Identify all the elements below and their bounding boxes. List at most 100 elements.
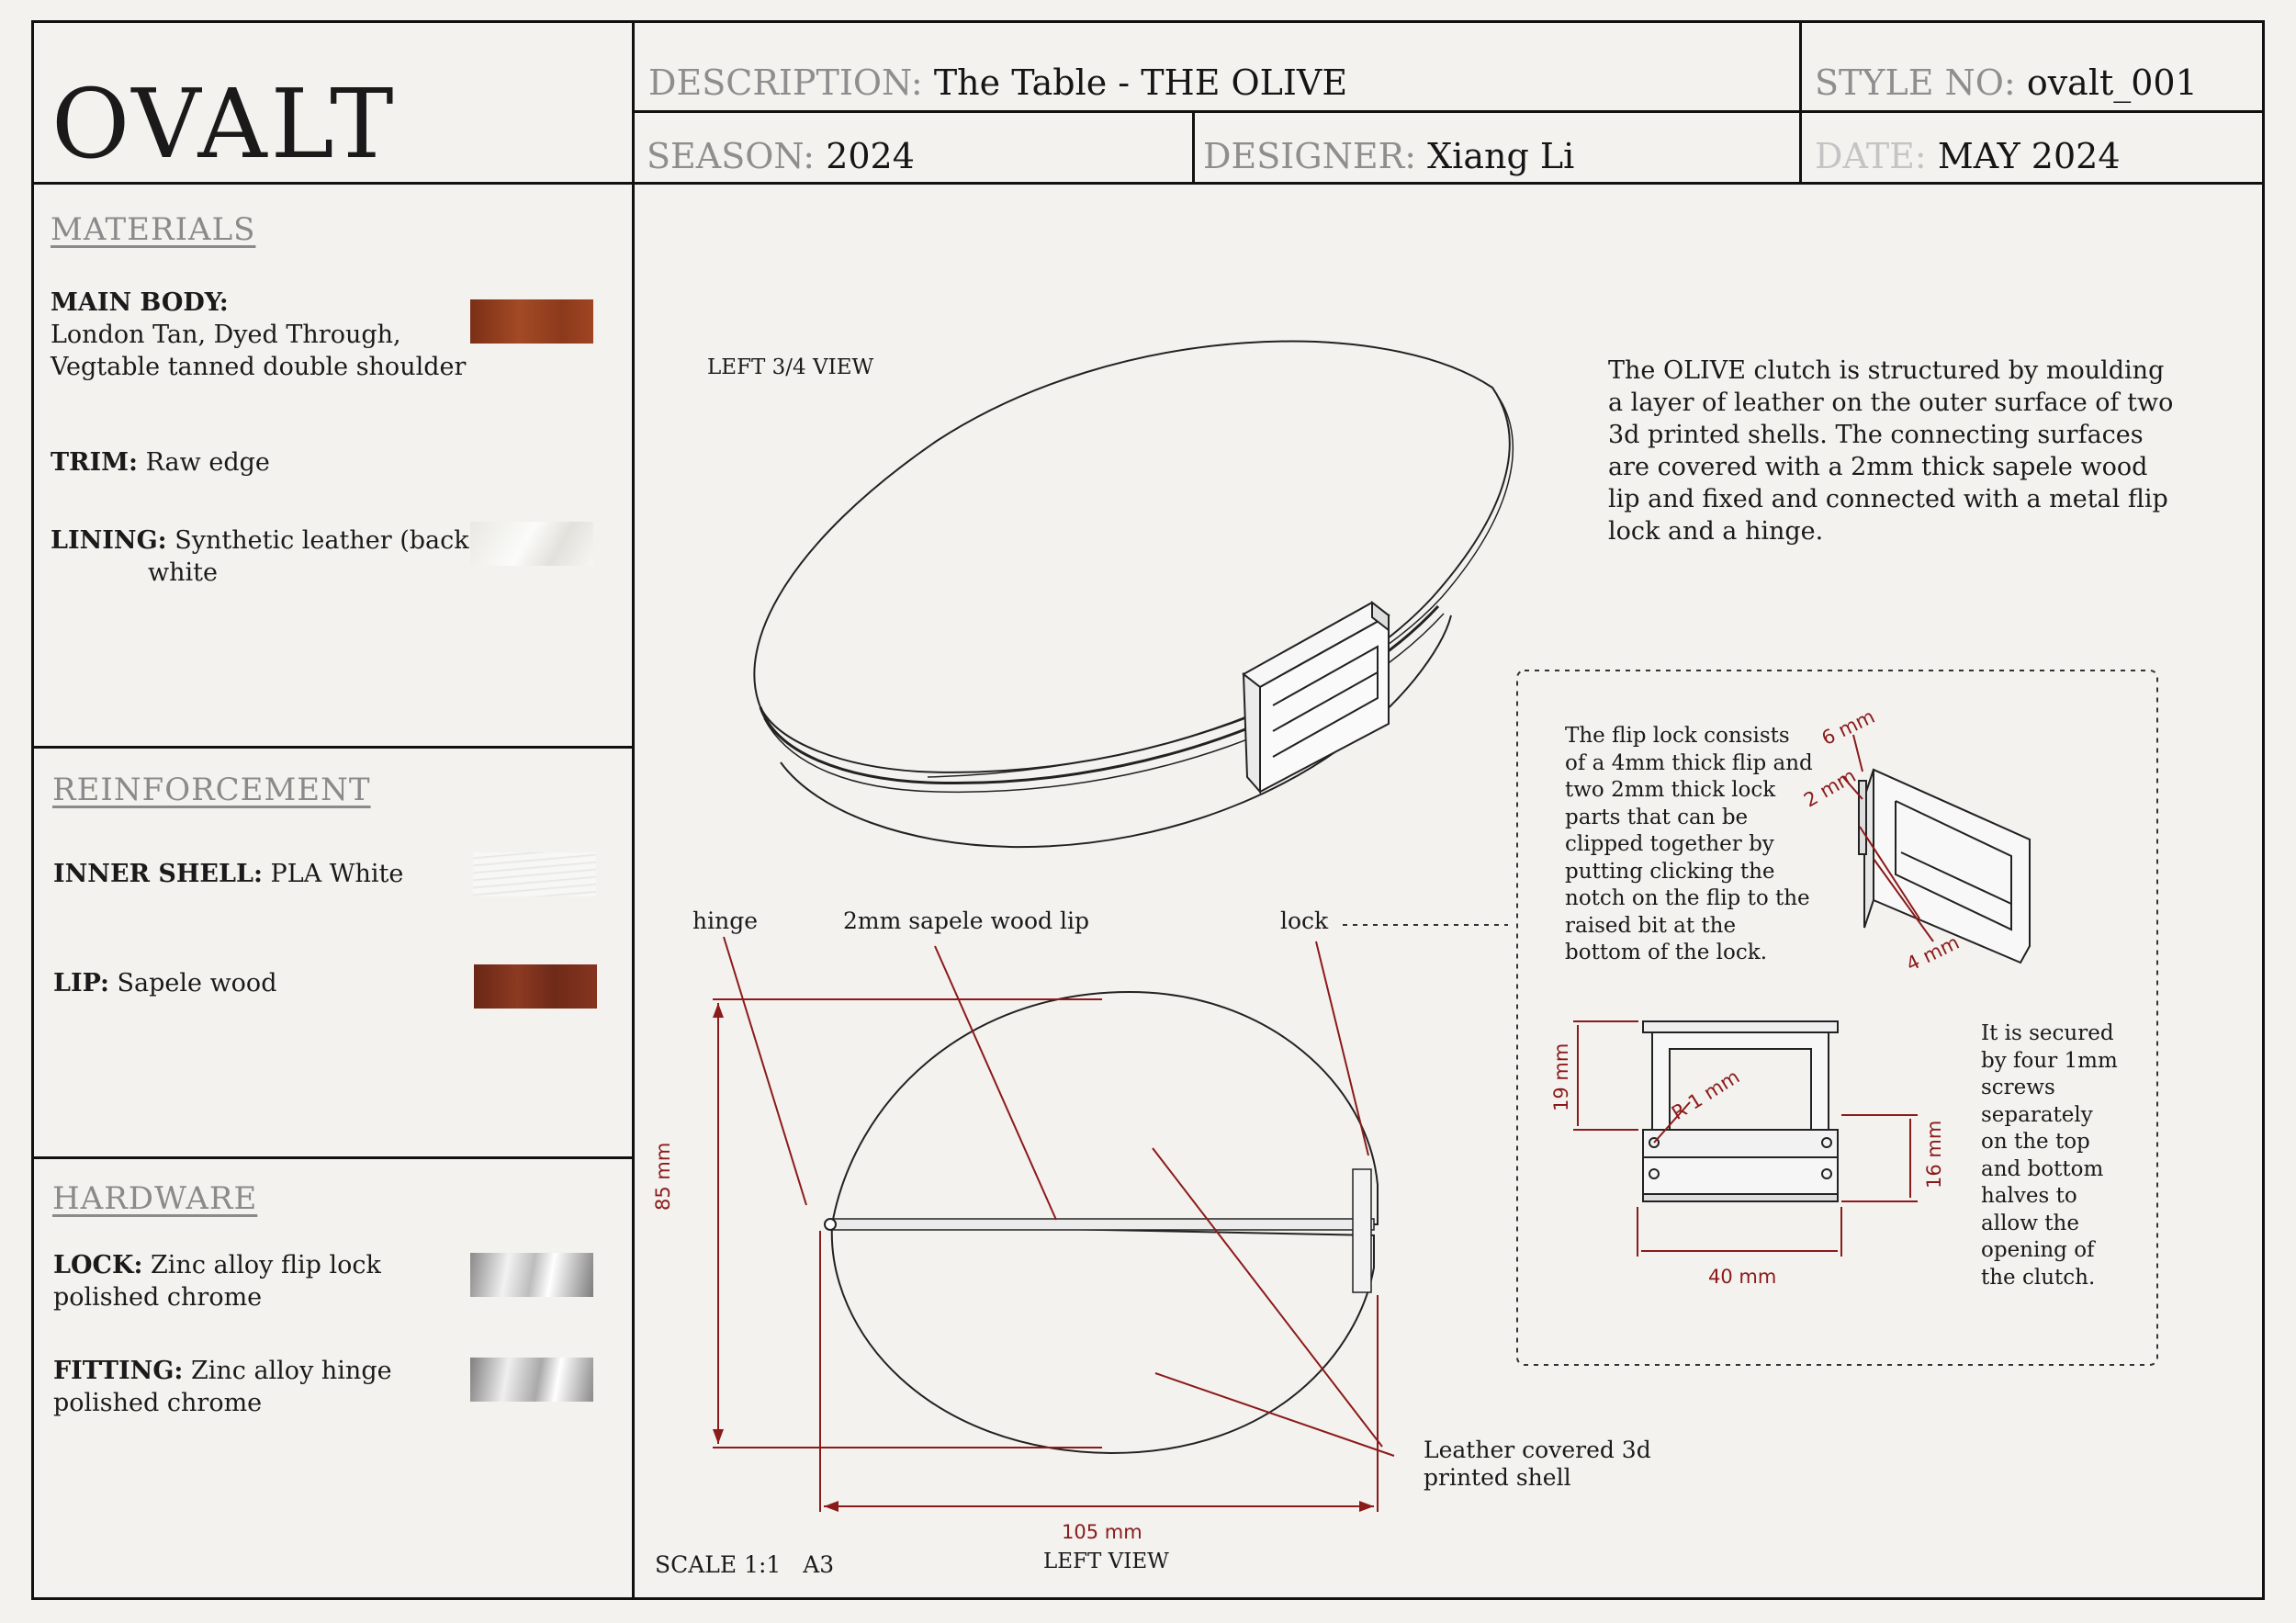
header-divider — [31, 182, 2265, 185]
designer-label: DESIGNER: — [1203, 136, 1417, 176]
designer-value: Xiang Li — [1427, 136, 1575, 176]
lock-callout: lock — [1280, 907, 1329, 934]
scale-note: SCALE 1:1 A3 — [655, 1551, 834, 1578]
screws-line: halves to — [1981, 1184, 2077, 1208]
screws-line: allow the — [1981, 1211, 2079, 1235]
flip-lock-line: clipped together by — [1565, 832, 1774, 856]
flip-lock-line: bottom of the lock. — [1565, 941, 1768, 964]
main-body-line1: London Tan, Dyed Through, — [51, 321, 401, 349]
screws-line: separately — [1981, 1102, 2093, 1127]
height-dimension: 85 mm — [652, 1142, 674, 1211]
date-field: DATE: MAY 2024 — [1815, 136, 2121, 176]
materials-divider — [31, 746, 634, 749]
date-value: MAY 2024 — [1937, 136, 2121, 176]
main-body-line2: Vegtable tanned double shoulder — [51, 353, 467, 381]
lock-label: LOCK: — [53, 1251, 143, 1279]
season-value: 2024 — [826, 136, 915, 176]
description-paragraph: The OLIVE clutch is structured by mouldi… — [1608, 355, 2173, 547]
fitting-swatch — [470, 1358, 593, 1402]
brand-logo: OVALT — [51, 68, 398, 180]
description-line: The OLIVE clutch is structured by mouldi… — [1608, 356, 2165, 385]
lower-height-dimension: 16 mm — [1923, 1120, 1945, 1189]
flip-lock-description: The flip lock consists of a 4mm thick fl… — [1565, 723, 1813, 967]
description-field: DESCRIPTION: The Table - THE OLIVE — [648, 62, 1347, 103]
screws-description: It is secured by four 1mm screws separat… — [1981, 1020, 2118, 1291]
flip-lock-line: of a 4mm thick flip and — [1565, 750, 1813, 775]
description-line: lip and fixed and connected with a metal… — [1608, 485, 2168, 513]
style-value: ovalt_001 — [2026, 62, 2198, 103]
trim-value: Raw edge — [145, 448, 270, 477]
materials-title: MATERIALS — [51, 211, 256, 248]
description-line: lock and a hinge. — [1608, 517, 1824, 546]
reinforcement-divider — [31, 1156, 634, 1159]
screws-line: opening of — [1981, 1238, 2095, 1262]
fitting-value-2: polished chrome — [53, 1389, 263, 1417]
left-view-drawing — [713, 924, 1508, 1512]
lip-label: LIP: — [53, 969, 109, 997]
lip-swatch — [474, 964, 597, 1009]
scale-value: SCALE 1:1 — [655, 1551, 782, 1578]
flip-lock-line: parts that can be — [1565, 805, 1749, 829]
fitting-spec: FITTING: Zinc alloy hinge polished chrom… — [53, 1355, 392, 1419]
fitting-value: Zinc alloy hinge — [190, 1357, 392, 1385]
lock-height-dimension: 19 mm — [1550, 1043, 1572, 1111]
style-column-divider — [1799, 20, 1802, 184]
reinforcement-title: REINFORCEMENT — [52, 772, 371, 808]
description-label: DESCRIPTION: — [648, 62, 923, 103]
trim-spec: TRIM: Raw edge — [51, 446, 270, 479]
main-body-spec: MAIN BODY: London Tan, Dyed Through, Veg… — [51, 287, 466, 383]
lock-spec: LOCK: Zinc alloy flip lock polished chro… — [53, 1249, 381, 1313]
three-quarter-view-drawing — [753, 340, 1514, 849]
inner-shell-label: INNER SHELL: — [53, 860, 263, 888]
lining-swatch — [470, 522, 593, 566]
left-three-quarter-view-label: LEFT 3/4 VIEW — [707, 355, 874, 379]
style-label: STYLE NO: — [1815, 62, 2016, 103]
hinge-callout: hinge — [692, 907, 758, 934]
inner-shell-swatch — [473, 852, 596, 896]
left-column-divider — [632, 20, 635, 1600]
season-field: SEASON: 2024 — [647, 136, 915, 176]
main-body-label: MAIN BODY: — [51, 288, 229, 317]
lock-width-dimension: 40 mm — [1708, 1266, 1777, 1288]
screws-line: on the top — [1981, 1130, 2090, 1154]
season-label: SEASON: — [647, 136, 816, 176]
shell-callout: Leather covered 3d printed shell — [1424, 1437, 1651, 1492]
lip-value: Sapele wood — [117, 969, 277, 997]
fitting-label: FITTING: — [53, 1357, 184, 1385]
screws-line: by four 1mm — [1981, 1048, 2118, 1073]
date-label: DATE: — [1815, 136, 1927, 176]
flip-lock-line: notch on the flip to the — [1565, 886, 1810, 910]
season-designer-divider — [1192, 110, 1195, 184]
description-value: The Table - THE OLIVE — [933, 62, 1348, 103]
flip-lock-isometric — [1841, 734, 2032, 964]
designer-field: DESIGNER: Xiang Li — [1203, 136, 1574, 176]
lining-value: Synthetic leather (back) — [174, 526, 479, 555]
lock-value: Zinc alloy flip lock — [151, 1251, 381, 1279]
description-line: 3d printed shells. The connecting surfac… — [1608, 421, 2144, 449]
lip-callout: 2mm sapele wood lip — [843, 907, 1089, 934]
lock-detail-box — [1516, 670, 2158, 1366]
shell-callout-line2: printed shell — [1424, 1464, 1571, 1491]
description-line: a layer of leather on the outer surface … — [1608, 389, 2174, 417]
lip-spec: LIP: Sapele wood — [53, 967, 276, 999]
screws-line: and bottom — [1981, 1156, 2104, 1181]
header-mid-divider — [633, 110, 2265, 113]
lining-value-2: white — [148, 558, 218, 587]
flip-lock-line: putting clicking the — [1565, 859, 1775, 884]
flip-lock-front — [1573, 1020, 1918, 1257]
flip-lock-line: raised bit at the — [1565, 913, 1737, 938]
width-dimension: 105 mm — [1062, 1521, 1142, 1543]
style-field: STYLE NO: ovalt_001 — [1815, 62, 2198, 103]
lining-spec: LINING: Synthetic leather (back) white — [51, 524, 478, 589]
main-body-swatch — [470, 299, 593, 344]
shell-callout-line1: Leather covered 3d — [1424, 1437, 1651, 1463]
lock-swatch — [470, 1253, 593, 1297]
inner-shell-value: PLA White — [270, 860, 404, 888]
sheet-frame — [31, 20, 2265, 1600]
description-line: are covered with a 2mm thick sapele wood — [1608, 453, 2148, 481]
lock-value-2: polished chrome — [53, 1283, 263, 1312]
lining-label: LINING: — [51, 526, 167, 555]
paper-size: A3 — [803, 1551, 835, 1578]
screws-line: It is secured — [1981, 1021, 2114, 1045]
inner-shell-spec: INNER SHELL: PLA White — [53, 858, 403, 890]
